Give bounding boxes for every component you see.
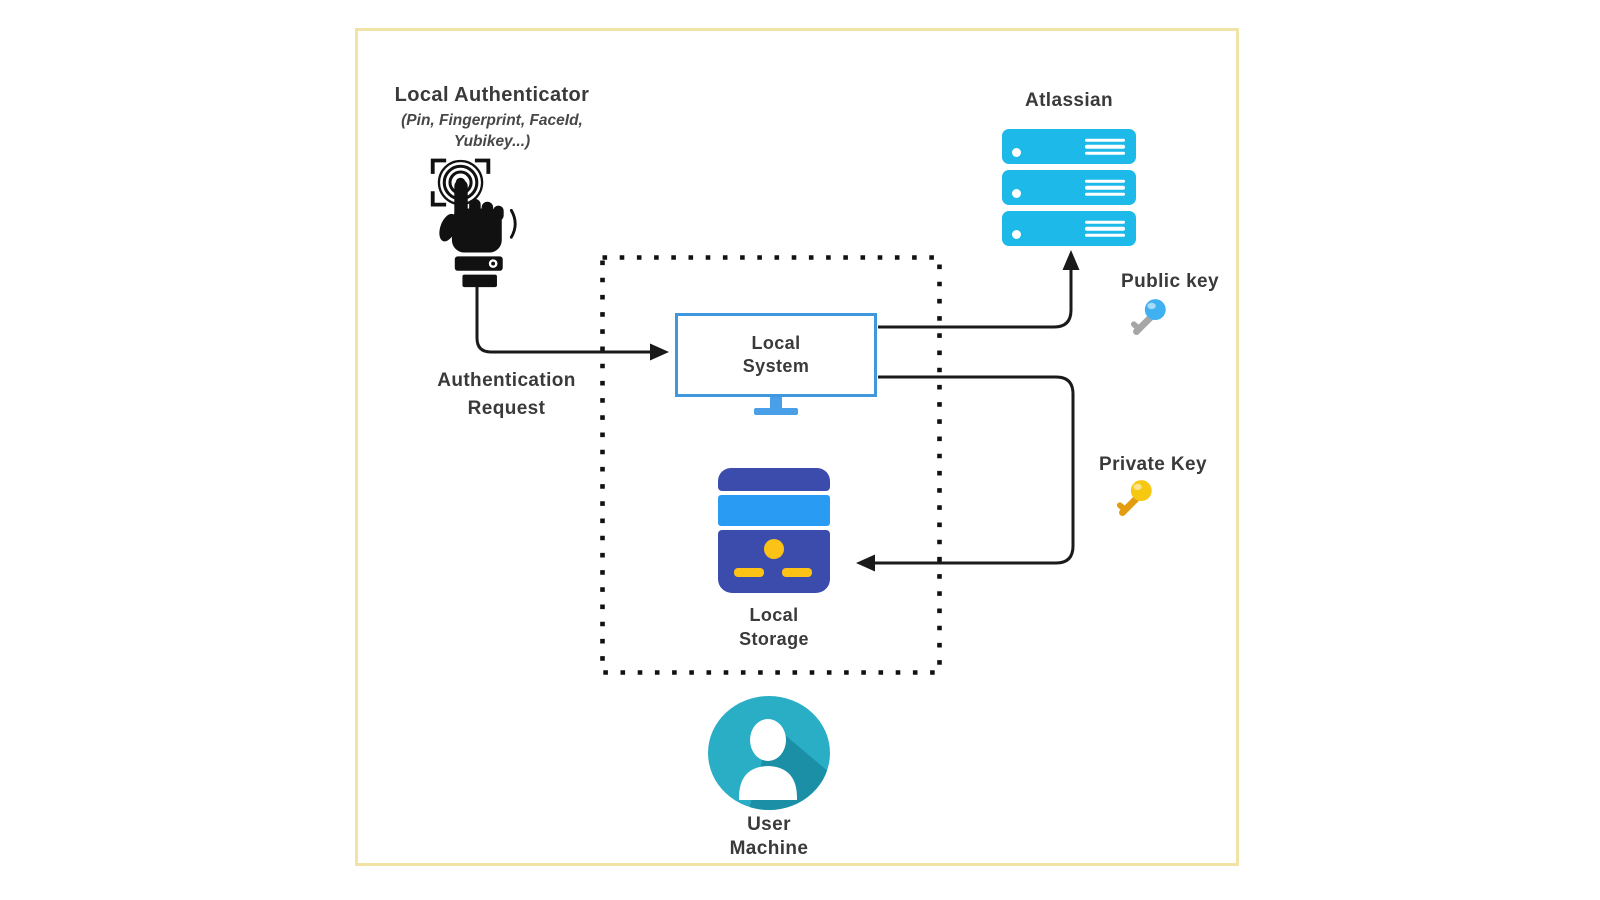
public-key-label: Public key — [1121, 271, 1219, 292]
local-system-node: Local System — [675, 313, 877, 397]
person-circle-icon — [708, 696, 830, 810]
key-icon-blue — [1130, 299, 1166, 335]
local-storage-label: Local Storage — [739, 605, 809, 649]
server-led-dot — [1012, 148, 1021, 157]
storage-drive-icon — [718, 468, 830, 593]
storage-stripe-band — [718, 495, 830, 526]
server-stack-icon-row2 — [1002, 170, 1136, 205]
authentication-request-label: Authentication Request — [437, 370, 576, 419]
storage-slot-dash — [734, 568, 764, 577]
atlassian-label: Atlassian — [1024, 90, 1114, 111]
local-authenticator-title: Local Authenticator — [394, 84, 590, 106]
server-stack-icon-row1 — [1002, 129, 1136, 164]
storage-slot-dash — [782, 568, 812, 577]
server-vent-bars — [1085, 220, 1125, 237]
storage-bottom-band — [718, 530, 830, 593]
server-vent-bars — [1085, 179, 1125, 196]
storage-indicator-dot — [764, 539, 784, 559]
local-authenticator-title-block: Local Authenticator (Pin, Fingerprint, F… — [367, 84, 617, 152]
storage-top-band — [718, 468, 830, 491]
local-system-label-line2: System — [742, 356, 810, 376]
server-led-dot — [1012, 230, 1021, 239]
server-vent-bars — [1085, 138, 1125, 155]
server-stack-icon-row3 — [1002, 211, 1136, 246]
monitor-stand-base — [754, 408, 798, 415]
key-icon-gold — [1116, 480, 1152, 516]
local-system-label-line1: Local — [751, 333, 801, 353]
local-authenticator-subtitle-line2: Yubikey...) — [453, 133, 531, 150]
private-key-label: Private Key — [1099, 454, 1207, 475]
local-authenticator-subtitle-line1: (Pin, Fingerprint, FaceId, — [401, 112, 583, 129]
user-machine-label: User Machine — [729, 814, 809, 859]
tap-gesture-icon — [430, 158, 517, 288]
server-led-dot — [1012, 189, 1021, 198]
